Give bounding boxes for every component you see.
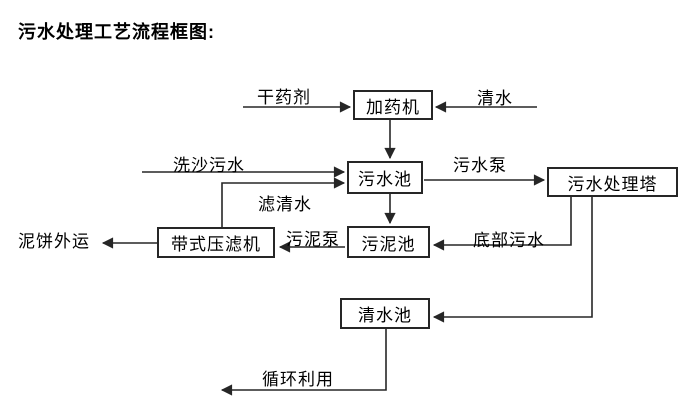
node-dosing-machine: 加药机	[353, 90, 433, 120]
arrow-recycle-use-out	[220, 329, 387, 396]
node-treatment-tower-label: 污水处理塔	[567, 174, 658, 194]
label-dry-agent: 干药剂	[257, 88, 311, 107]
node-belt-filter-press-label: 带式压滤机	[171, 235, 261, 254]
label-recycle-use: 循环利用	[262, 370, 334, 389]
label-bottom-sewage: 底部污水	[473, 231, 545, 250]
node-clean-water-pool-label: 清水池	[358, 306, 412, 325]
label-sludge-pump: 污泥泵	[286, 230, 340, 249]
label-sewage-pump: 污水泵	[453, 156, 507, 175]
label-sand-washing-sewage: 洗沙污水	[173, 156, 245, 175]
label-filtered-water: 滤清水	[258, 195, 312, 214]
node-sewage-pool: 污水池	[347, 161, 423, 194]
arrow-treatment-tower-to-clean-water-pool	[432, 197, 593, 323]
arrow-bottom-sewage-to-sludge-pool	[432, 197, 572, 251]
diagram-title: 污水处理工艺流程框图:	[18, 22, 215, 42]
node-belt-filter-press: 带式压滤机	[157, 227, 275, 258]
node-dosing-machine-label: 加药机	[366, 97, 420, 117]
label-mud-cake-out: 泥饼外运	[18, 232, 90, 251]
label-clean-water: 清水	[477, 89, 513, 108]
node-treatment-tower: 污水处理塔	[547, 167, 678, 197]
node-clean-water-pool: 清水池	[340, 298, 430, 329]
node-sewage-pool-label: 污水池	[358, 170, 412, 189]
node-sludge-pool-label: 污泥池	[361, 234, 416, 254]
arrow-filtered-water-to-sewage-pool	[221, 177, 346, 227]
node-sludge-pool: 污泥池	[347, 226, 430, 258]
